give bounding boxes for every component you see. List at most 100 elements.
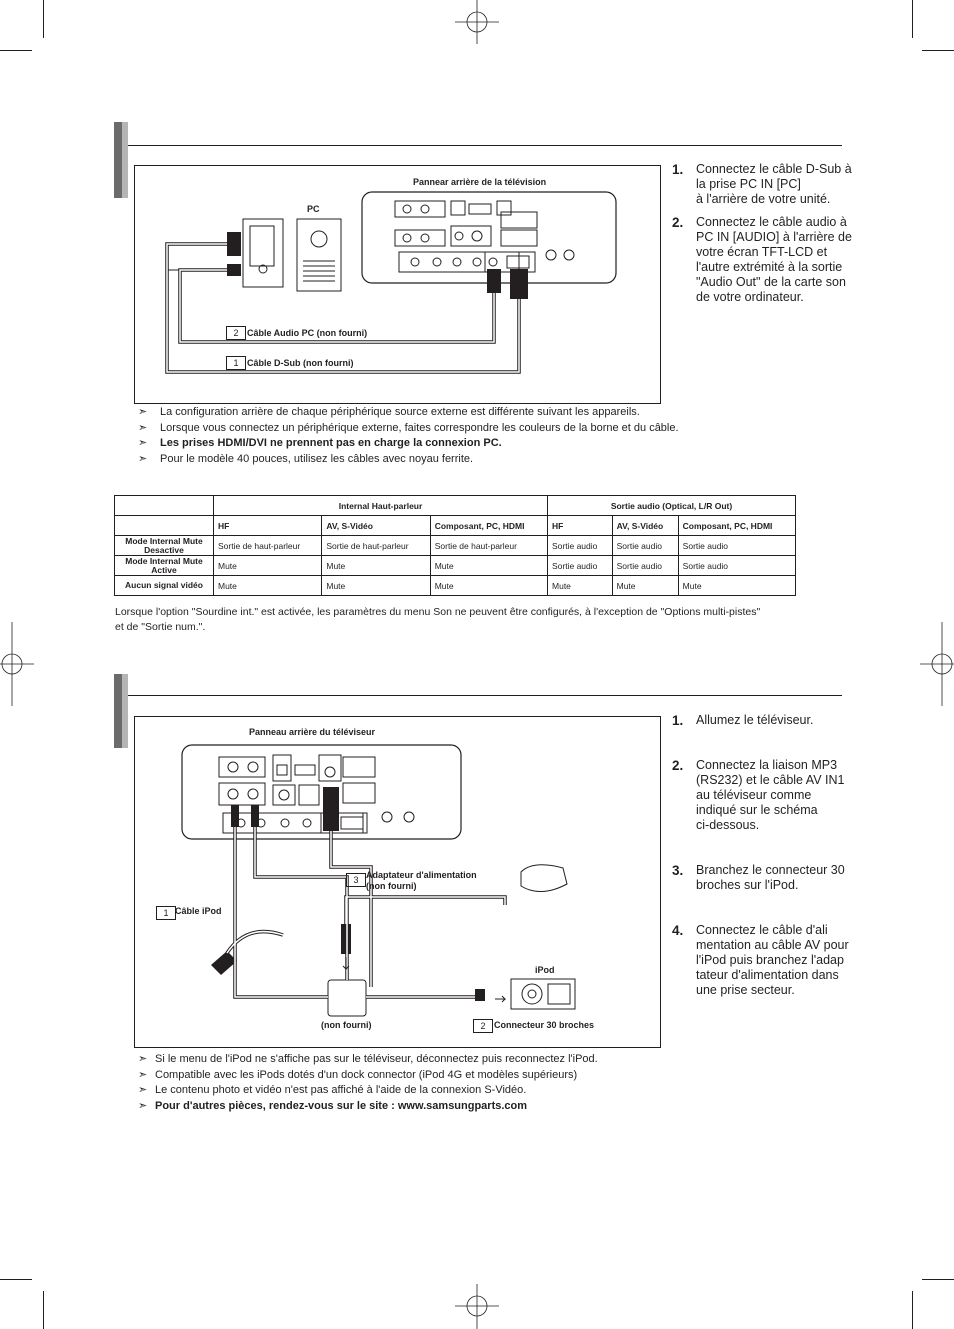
table-row: Aucun signal vidéo Mute Mute Mute Mute M…: [114, 575, 797, 596]
note-text: Pour le modèle 40 pouces, utilisez les c…: [160, 452, 474, 465]
table-note: Lorsque l'option "Sourdine int." est act…: [115, 606, 761, 633]
table-cell: Sortie audio: [611, 555, 679, 576]
table-row: Mode Internal Mute Desactive Sortie de h…: [114, 535, 797, 556]
table-cell: Sortie audio: [677, 555, 797, 576]
note-text: Lorsque vous connectez un périphérique e…: [160, 421, 679, 434]
table-cell: Sortie audio: [547, 535, 613, 556]
note-arrow-icon: ➣: [138, 406, 148, 418]
table-cell: Mute: [321, 555, 431, 576]
pc-connection-diagram: Pannear arrière de la télévision PC: [134, 165, 661, 404]
note-item: ➣ Pour le modèle 40 pouces, utilisez les …: [138, 452, 778, 468]
notes-pc: ➣ La configuration arrière de chaque péri…: [138, 405, 778, 467]
step-text: Connectez le câble D-Sub à la prise PC I…: [696, 162, 852, 206]
table-cell: Sortie audio: [677, 535, 797, 556]
table-row: Mode Internal Mute Active Mute Mute Mute…: [114, 555, 797, 576]
step-item: 4. Connectez le câble d'ali mentation au…: [672, 923, 849, 998]
note-arrow-icon: ➣: [138, 421, 148, 434]
cable-1-label: Câble D-Sub (non fourni): [247, 358, 354, 368]
cable-2-number: 2: [226, 326, 246, 340]
step-item: 1. Allumez le téléviseur.: [672, 713, 813, 728]
table-cell: Mute: [429, 575, 549, 596]
connector-number: 2: [473, 1019, 493, 1033]
step-text: Connectez la liaison MP3 (RS232) et le c…: [696, 758, 845, 832]
group-header: Internal Haut-parleur: [212, 495, 549, 516]
note-arrow-icon: ➣: [138, 1099, 148, 1112]
note-item: ➣ Les prises HDMI/DVI ne prennent pas en …: [138, 436, 778, 452]
step-item: 3. Branchez le connecteur 30 broches sur…: [672, 863, 845, 893]
table-cell: Mute: [212, 575, 323, 596]
note-item: ➣ La configuration arrière de chaque péri…: [138, 405, 778, 421]
step-item: 2. Connectez le câble audio à PC IN [AUD…: [672, 215, 852, 305]
section2-bar: [114, 674, 128, 748]
column-header: HF: [547, 515, 613, 536]
section2-rule: [128, 695, 842, 696]
ipod-cable-number: 1: [156, 906, 176, 920]
pc-label: PC: [307, 204, 320, 214]
step-item: 1. Connectez le câble D-Sub à la prise P…: [672, 162, 852, 207]
group-header: Sortie audio (Optical, L/R Out): [547, 495, 796, 516]
note-arrow-icon: ➣: [138, 1053, 148, 1065]
step-number: 2.: [672, 758, 684, 773]
pc-wiring-illustration: [165, 191, 617, 374]
table-cell: Mute: [212, 555, 323, 576]
notes-ipod: ➣ Si le menu de l'iPod ne s'affiche pas s…: [138, 1052, 778, 1114]
adapter-number: 3: [346, 873, 366, 887]
section1-rule: [128, 145, 842, 146]
step-item: 2. Connectez la liaison MP3 (RS232) et l…: [672, 758, 844, 833]
row-header: Aucun signal vidéo: [114, 575, 214, 596]
table-cell: Sortie de haut-parleur: [429, 535, 549, 556]
note-arrow-icon: ➣: [138, 452, 148, 465]
step-number: 3.: [672, 863, 684, 878]
adapter-label: Adaptateur d'alimentation (non fourni): [366, 870, 477, 891]
note-text: Compatible avec les iPods dotés d'un doc…: [155, 1068, 578, 1081]
note-item: ➣ Si le menu de l'iPod ne s'affiche pas s…: [138, 1052, 778, 1068]
cable-2-label: Câble Audio PC (non fourni): [247, 328, 368, 338]
note-item: ➣ Lorsque vous connectez un périphérique …: [138, 421, 778, 437]
table-cell: Mute: [547, 575, 613, 596]
note-text: La configuration arrière de chaque périp…: [160, 406, 640, 418]
column-header: AV, S-Vidéo: [321, 515, 431, 536]
column-header: Composant, PC, HDMI: [677, 515, 797, 536]
section1-bar: [114, 122, 128, 198]
ipod-connection-diagram: Panneau arrière du téléviseur: [134, 716, 661, 1048]
note-arrow-icon: ➣: [138, 1084, 148, 1096]
step-text: Connectez le câble d'ali mentation au câ…: [696, 923, 849, 997]
column-header: Composant, PC, HDMI: [429, 515, 549, 536]
note-text: Pour d'autres pièces, rendez-vous sur le…: [155, 1099, 528, 1112]
step-number: 2.: [672, 215, 684, 230]
step-text: Branchez le connecteur 30 broches sur l'…: [696, 863, 845, 892]
table-cell: Mute: [429, 555, 549, 576]
connector-label: Connecteur 30 broches: [494, 1020, 595, 1030]
tv-rear-label: Pannear arrière de la télévision: [413, 177, 547, 187]
table-cell: Sortie de haut-parleur: [212, 535, 323, 556]
ipod-label: iPod: [535, 965, 555, 975]
table-cell: Sortie audio: [547, 555, 613, 576]
column-header: HF: [212, 515, 323, 536]
table-cell: Sortie audio: [611, 535, 679, 556]
ipod-cable-label: Câble iPod: [175, 906, 222, 916]
row-header: Mode Internal Mute Active: [114, 555, 214, 576]
table-cell: Mute: [321, 575, 431, 596]
note-item: ➣ Pour d'autres pièces, rendez-vous sur l…: [138, 1099, 778, 1115]
note-item: ➣ Compatible avec les iPods dotés d'un do…: [138, 1068, 778, 1084]
step-number: 4.: [672, 923, 684, 938]
ipod-wiring-illustration: [181, 744, 576, 1017]
step-text: Connectez le câble audio à PC IN [AUDIO]…: [696, 215, 852, 304]
note-text: Le contenu photo et vidéo n'est pas affi…: [155, 1084, 527, 1096]
step-number: 1.: [672, 713, 684, 728]
dock-label: (non fourni): [321, 1020, 372, 1030]
note-arrow-icon: ➣: [138, 1068, 148, 1081]
step-number: 1.: [672, 162, 684, 177]
cable-1-number: 1: [226, 356, 246, 370]
table-cell: Sortie de haut-parleur: [321, 535, 431, 556]
tv-rear-label: Panneau arrière du téléviseur: [249, 727, 376, 737]
note-text: Si le menu de l'iPod ne s'affiche pas su…: [155, 1053, 598, 1065]
note-arrow-icon: ➣: [138, 437, 148, 449]
sound-output-table: Internal Haut-parleur Sortie audio (Opti…: [114, 495, 797, 596]
row-header: Mode Internal Mute Desactive: [114, 535, 214, 556]
note-text: Les prises HDMI/DVI ne prennent pas en c…: [160, 437, 502, 449]
table-subheader-row: HF AV, S-Vidéo Composant, PC, HDMI HF AV…: [114, 515, 797, 536]
note-item: ➣ Le contenu photo et vidéo n'est pas aff…: [138, 1083, 778, 1099]
table-cell: Mute: [611, 575, 679, 596]
